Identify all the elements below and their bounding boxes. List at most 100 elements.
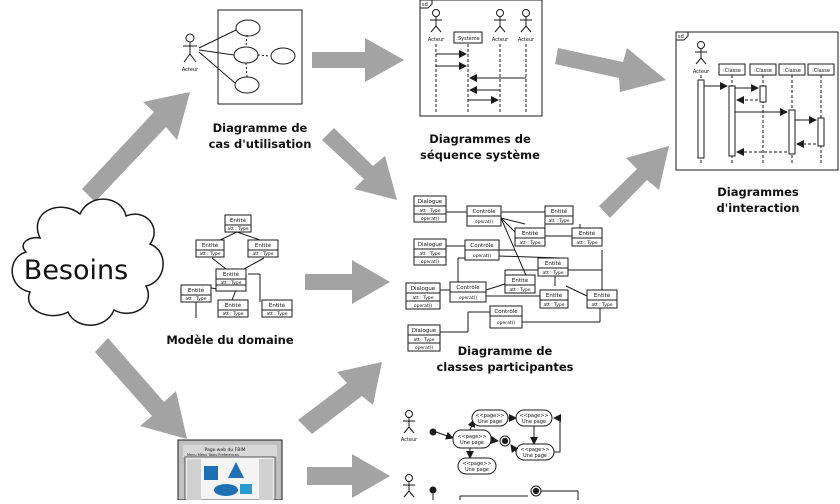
pc-dialogue-3-name: Dialogue xyxy=(411,286,436,292)
pc-entity-3-attr: att : Type xyxy=(577,240,598,246)
nav-page-4-name: Une page xyxy=(523,453,547,459)
pc-control-3-name: Contrôle xyxy=(456,284,480,291)
pc-dialogue-1-op: operat() xyxy=(421,216,440,222)
arrow-besoins-to-sketch xyxy=(95,338,187,439)
mockup-title: Page web du FBIM xyxy=(204,447,245,453)
arrow-usecase-to-seq xyxy=(312,38,404,82)
pc-dialogue-3-attr: att : Type xyxy=(413,295,434,301)
seq-actor-1-label: Acteur xyxy=(428,37,445,43)
mockup-grid-icon xyxy=(204,466,218,480)
caption-participating-classes: Diagramme de classes participantes xyxy=(436,344,574,374)
dm-entity-1-name: Entité xyxy=(230,217,247,224)
nav-page-5-name: Une page xyxy=(465,467,489,473)
nav-page-3-name: Une page xyxy=(522,419,546,425)
dm-entity-7-attr: att : Type xyxy=(267,311,288,317)
dm-entity-1-attr: att : Type xyxy=(228,226,249,232)
pc-entity-5-attr: att : Type xyxy=(510,287,531,293)
pc-entity-3-name: Entité xyxy=(579,230,596,237)
pc-entity-2-attr: att : Type xyxy=(520,240,541,246)
domain-model-diagram xyxy=(180,214,293,318)
nav-actor-2-icon xyxy=(403,474,415,498)
caption-system-sequence: Diagrammes de séquence système xyxy=(420,132,540,162)
pc-control-3-op: operat() xyxy=(459,295,478,301)
pc-entity-4-name: Entité xyxy=(545,260,562,267)
pc-entity-2-name: Entité xyxy=(522,230,539,237)
interaction-actor-label: Acteur xyxy=(693,69,710,75)
caption-domain-model: Modèle du domaine xyxy=(166,333,294,347)
arrow-besoins-to-usecase xyxy=(82,92,190,202)
seq-actor-1-icon xyxy=(430,9,442,33)
arrow-domain-to-classes xyxy=(305,260,390,304)
dm-entity-7-name: Entité xyxy=(269,302,286,309)
interaction-diagram xyxy=(675,31,839,171)
mockup-flask-icon xyxy=(228,462,244,478)
seq-system-label: :Système xyxy=(456,35,479,42)
pc-dialogue-3-op: operat() xyxy=(414,303,433,309)
domain-model-labels: Entité att : Type Entité att : Type Enti… xyxy=(186,217,288,317)
pc-entity-7-name: Entité xyxy=(594,292,611,299)
system-sequence-diagram xyxy=(419,0,543,117)
uc-actor-label: Acteur xyxy=(182,67,199,73)
pc-entity-6-name: Entité xyxy=(546,292,563,299)
dm-entity-4-name: Entité xyxy=(223,271,240,278)
interaction-sd-label: sd xyxy=(678,34,684,40)
dm-entity-6-attr: att : Type xyxy=(223,311,244,317)
uc-actor-icon xyxy=(183,33,197,63)
pc-entity-5-name: Entité xyxy=(512,277,529,284)
pc-entity-6-attr: att : Type xyxy=(544,302,565,308)
use-case-diagram xyxy=(183,9,303,105)
nav-actor-1-label: Acteur xyxy=(401,437,418,443)
dm-entity-5-attr: att : Type xyxy=(186,296,207,302)
pc-control-4-name: Contrôle xyxy=(494,308,518,315)
nav-page-1-stereo: <<page>> xyxy=(457,434,486,440)
pc-control-2-name: Contrôle xyxy=(470,242,494,249)
besoins-cloud: Besoins xyxy=(11,198,164,326)
flow-arrows xyxy=(82,38,669,498)
nav-page-5-stereo: <<page>> xyxy=(462,461,491,467)
pc-dialogue-4-name: Dialogue xyxy=(412,328,437,334)
arrow-seq-to-interaction xyxy=(555,48,666,92)
pc-control-2-op: operat() xyxy=(473,253,492,259)
interaction-class-3-label: :Classe xyxy=(783,68,801,74)
interaction-class-2-label: :Classe xyxy=(754,68,772,74)
participating-classes-diagram xyxy=(405,195,618,352)
pc-dialogue-4-attr: att : Type xyxy=(414,337,435,343)
dm-entity-3-name: Entité xyxy=(255,242,272,249)
arrow-classes-to-interaction xyxy=(599,146,669,218)
pc-control-4-op: operat() xyxy=(497,320,516,326)
pc-dialogue-1-name: Dialogue xyxy=(418,199,443,205)
seq-actor-3-label: Acteur xyxy=(518,37,535,43)
navigation-diagram xyxy=(403,409,579,500)
interaction-class-4-label: :Classe xyxy=(812,68,830,74)
arrow-sketch-to-classes xyxy=(298,362,382,434)
pc-entity-4-attr: att : Type xyxy=(543,270,564,276)
pc-entity-1-attr: att : Type xyxy=(549,218,570,224)
nav-page-4-stereo: <<page>> xyxy=(520,447,549,453)
nav-page-2-name: Une page xyxy=(478,419,502,425)
pc-control-1-name: Contrôle xyxy=(472,208,496,215)
pc-entity-7-attr: att : Type xyxy=(592,302,613,308)
nav-page-1-name: Une page xyxy=(460,440,484,446)
caption-interaction: Diagrammes d'interaction xyxy=(716,185,800,215)
navigation-labels: Acteur <<page>> Une page <<page>> Une pa… xyxy=(401,413,550,473)
seq-sd-label: sd xyxy=(422,2,428,8)
dm-entity-5-name: Entité xyxy=(188,287,205,294)
participating-classes-labels: Dialogue att : Type operat() Contrôle op… xyxy=(411,199,613,351)
dm-entity-2-name: Entité xyxy=(202,242,219,249)
pc-control-1-op: operat() xyxy=(475,219,494,225)
arrow-sketch-to-navigation xyxy=(307,454,390,498)
pc-dialogue-2-name: Dialogue xyxy=(418,242,443,248)
mockup-disk-icon xyxy=(214,484,238,496)
nav-page-2-stereo: <<page>> xyxy=(475,413,504,419)
dm-entity-4-attr: att : Type xyxy=(221,280,242,286)
seq-actor-2-icon xyxy=(494,9,506,33)
pc-dialogue-2-attr: att : Type xyxy=(420,251,441,257)
arrow-usecase-to-classes xyxy=(322,128,397,200)
dm-entity-6-name: Entité xyxy=(225,302,242,309)
pc-dialogue-1-attr: att : Type xyxy=(420,208,441,214)
mockup-menu: Menu Menu Tools Preferences xyxy=(187,453,239,457)
dm-entity-3-attr: att : Type xyxy=(253,251,274,257)
pc-dialogue-2-op: operat() xyxy=(421,259,440,265)
